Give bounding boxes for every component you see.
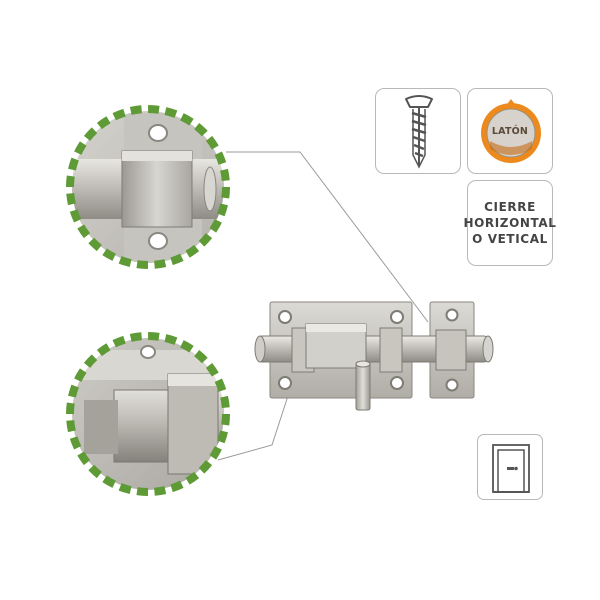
screw-feature-card — [375, 88, 461, 174]
barrel-bolt-product — [252, 290, 497, 430]
closure-orientation-card: CIERRE HORIZONTAL O VETICAL — [463, 180, 556, 266]
brass-material-icon — [481, 99, 541, 163]
brass-label: LATÓN — [491, 126, 529, 137]
zoom-detail-top — [64, 103, 232, 271]
screw-icon — [405, 95, 433, 169]
closure-line-3: O VETICAL — [472, 232, 548, 246]
door-icon — [492, 444, 530, 493]
closure-line-2: HORIZONTAL — [463, 216, 557, 230]
brass-feature-card: LATÓN — [467, 88, 553, 174]
zoom-detail-bottom — [64, 330, 232, 498]
closure-line-1: CIERRE — [484, 200, 536, 214]
door-feature-card — [477, 434, 543, 500]
